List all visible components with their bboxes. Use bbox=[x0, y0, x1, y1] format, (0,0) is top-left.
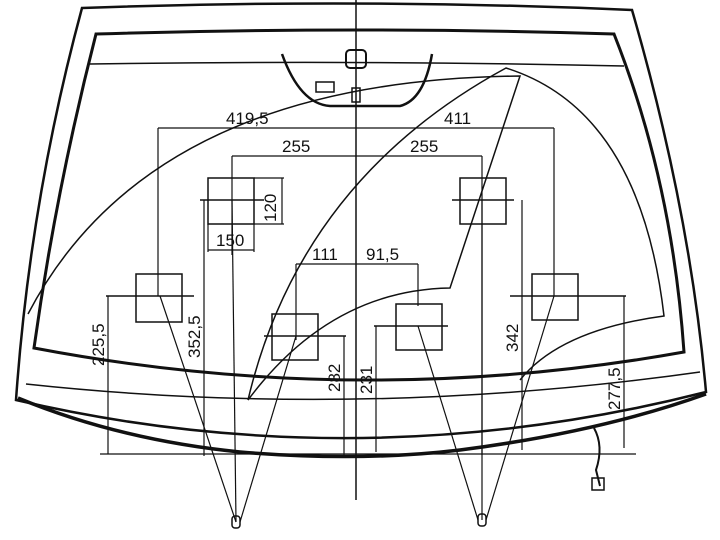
dim-verticals bbox=[100, 200, 636, 456]
wiper-pivot-left bbox=[231, 515, 241, 529]
dim-label-mid-left: 255 bbox=[282, 137, 310, 156]
wiper-arc-left bbox=[27, 75, 522, 401]
dim-label-box-height: 120 bbox=[261, 194, 280, 222]
dim-label-right-inner: 342 bbox=[503, 324, 522, 352]
wiper-pivot-right bbox=[477, 513, 487, 527]
wiper-leaders bbox=[159, 199, 555, 523]
glass-frit-border bbox=[32, 28, 686, 382]
sensor-box-left bbox=[106, 273, 194, 323]
heater-connector-icon bbox=[591, 477, 605, 491]
dim-label-top-left: 419,5 bbox=[226, 109, 269, 128]
dim-label-top-right: 411 bbox=[444, 109, 471, 128]
heater-wire bbox=[593, 427, 601, 487]
sensor-box-center-right bbox=[374, 303, 448, 351]
glass-outer-edge bbox=[14, 2, 708, 440]
lower-band-line bbox=[25, 371, 701, 401]
dim-label-center-left-height: 282 bbox=[325, 364, 344, 392]
sensor-box-right bbox=[510, 273, 626, 321]
dim-label-center-left: 111 bbox=[312, 245, 338, 264]
sensor-box-upper-right bbox=[452, 177, 514, 225]
bottom-molding bbox=[17, 392, 707, 459]
dim-label-box-width: 150 bbox=[216, 231, 244, 250]
dim-label-mid-right: 255 bbox=[410, 137, 438, 156]
dim-label-right-outer: 277,5 bbox=[605, 367, 624, 410]
dim-line-top bbox=[157, 127, 555, 296]
dim-label-center-right-height: 231 bbox=[357, 366, 376, 394]
wiper-arc-right bbox=[247, 67, 665, 401]
dim-label-left-outer: 225,5 bbox=[89, 323, 108, 366]
dim-label-left-inner: 352,5 bbox=[185, 315, 204, 358]
top-band-line bbox=[89, 61, 625, 67]
rain-sensor-icon bbox=[315, 81, 335, 93]
mirror-base-outline bbox=[280, 53, 434, 108]
dim-box-size bbox=[207, 177, 284, 252]
dim-label-center-right: 91,5 bbox=[366, 245, 399, 264]
dim-line-center bbox=[295, 263, 419, 340]
sensor-box-center-left bbox=[264, 313, 346, 361]
